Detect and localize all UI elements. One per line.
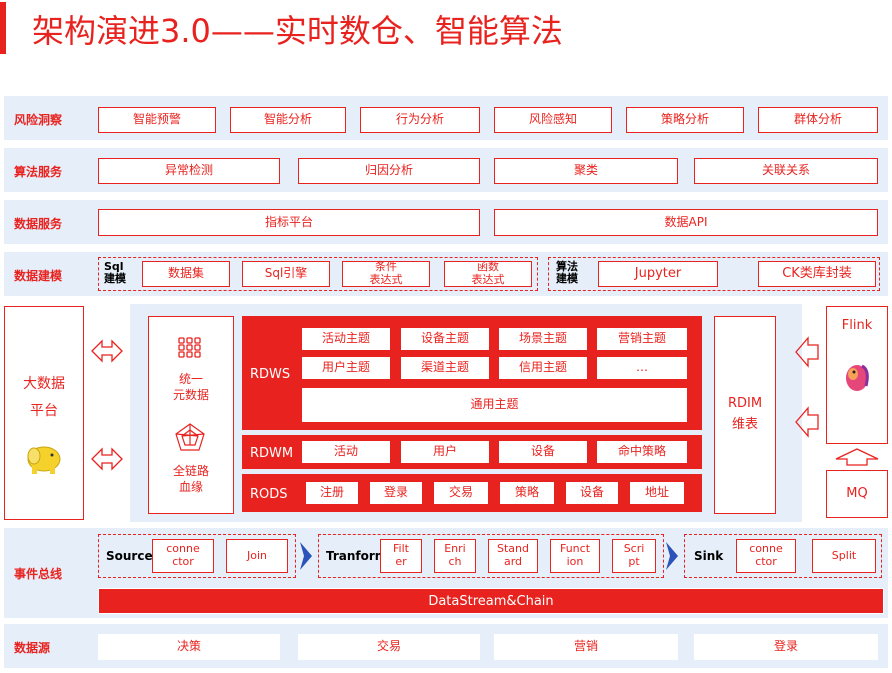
rdwm-item: 命中策略 bbox=[597, 441, 687, 463]
rods-item: 地址 bbox=[630, 482, 684, 504]
transform-item: Enri ch bbox=[434, 539, 476, 573]
transform-label: Tranform bbox=[326, 549, 388, 563]
chevron-right-icon bbox=[300, 542, 312, 570]
transform-item: Scri pt bbox=[612, 539, 656, 573]
rdws-topic: … bbox=[597, 357, 687, 379]
risk-item: 策略分析 bbox=[626, 107, 744, 133]
lineage-network-icon bbox=[175, 423, 205, 451]
transform-item: Stand ard bbox=[488, 539, 538, 573]
algo-modeling-item: Jupyter bbox=[598, 261, 718, 287]
sql-modeling-item: 数据集 bbox=[142, 261, 230, 287]
up-arrow-icon bbox=[835, 448, 879, 466]
sql-modeling-label: Sql 建模 bbox=[104, 260, 126, 286]
lineage-label: 全链路 血缘 bbox=[172, 464, 209, 494]
rods-item: 交易 bbox=[434, 482, 488, 504]
datasource-label: 数据源 bbox=[14, 641, 51, 655]
page-title: 架构演进3.0——实时数仓、智能算法 bbox=[32, 12, 563, 50]
algo-service-label: 算法服务 bbox=[14, 165, 63, 179]
rods-item: 登录 bbox=[370, 482, 422, 504]
modeling-label: 数据建模 bbox=[14, 269, 63, 283]
algo-service-item: 关联关系 bbox=[694, 158, 878, 184]
risk-label: 风险洞察 bbox=[14, 113, 63, 127]
transform-item: Funct ion bbox=[550, 539, 600, 573]
source-item: conne ctor bbox=[152, 539, 214, 573]
rods-label: RODS bbox=[250, 487, 288, 502]
hadoop-elephant-icon bbox=[27, 446, 61, 475]
rdws-topic: 用户主题 bbox=[302, 357, 390, 379]
algo-modeling-label: 算法 建模 bbox=[556, 260, 578, 286]
grid-dots-icon bbox=[178, 337, 201, 358]
flink-label: Flink bbox=[841, 318, 873, 333]
rdws-topic: 设备主题 bbox=[401, 328, 489, 350]
rdim-box: RDIM 维表 bbox=[714, 316, 776, 514]
transform-item: Filt er bbox=[380, 539, 422, 573]
transform-group bbox=[318, 534, 664, 578]
rods-item: 策略 bbox=[500, 482, 554, 504]
datasource-item: 决策 bbox=[98, 634, 280, 660]
risk-item: 智能预警 bbox=[98, 107, 216, 133]
sql-modeling-item: Sql引擎 bbox=[242, 261, 330, 287]
sql-modeling-item: 条件 表达式 bbox=[342, 261, 430, 287]
metadata-label: 统一 元数据 bbox=[172, 372, 209, 402]
source-item: Join bbox=[226, 539, 288, 573]
rdwm-label: RDWM bbox=[250, 446, 294, 461]
risk-item: 风险感知 bbox=[494, 107, 612, 133]
rdws-topic: 营销主题 bbox=[597, 328, 687, 350]
datastream-chain-bar: DataStream&Chain bbox=[98, 588, 884, 614]
data-service-label: 数据服务 bbox=[14, 217, 63, 231]
algo-service-item: 归因分析 bbox=[298, 158, 480, 184]
sink-item: Split bbox=[812, 539, 876, 573]
risk-item: 群体分析 bbox=[758, 107, 878, 133]
datasource-item: 营销 bbox=[494, 634, 678, 660]
sink-item: conne ctor bbox=[736, 539, 796, 573]
datasource-item: 交易 bbox=[298, 634, 480, 660]
flink-box: Flink bbox=[826, 306, 888, 444]
rdwm-item: 活动 bbox=[302, 441, 390, 463]
rdws-topic: 信用主题 bbox=[499, 357, 587, 379]
risk-item: 行为分析 bbox=[360, 107, 480, 133]
title-accent-bar bbox=[0, 2, 6, 54]
left-arrow-icon bbox=[795, 406, 819, 438]
data-service-item: 数据API bbox=[494, 209, 878, 236]
event-bus-label: 事件总线 bbox=[14, 567, 63, 581]
source-label: Source bbox=[106, 549, 153, 563]
rdwm-item: 用户 bbox=[401, 441, 489, 463]
sink-label: Sink bbox=[694, 549, 724, 563]
rdws-topic: 场景主题 bbox=[499, 328, 587, 350]
algo-modeling-group bbox=[548, 257, 880, 291]
risk-item: 智能分析 bbox=[230, 107, 346, 133]
sql-modeling-item: 函数 表达式 bbox=[444, 261, 532, 287]
rods-item: 设备 bbox=[566, 482, 618, 504]
algo-service-item: 聚类 bbox=[494, 158, 678, 184]
metadata-column bbox=[148, 316, 234, 514]
algo-service-item: 异常检测 bbox=[98, 158, 280, 184]
rods-item: 注册 bbox=[306, 482, 358, 504]
double-arrow-icon bbox=[91, 339, 123, 363]
bigdata-platform-label: 大数据 平台 bbox=[23, 376, 65, 419]
rdws-general-topic: 通用主题 bbox=[302, 388, 687, 422]
datasource-item: 登录 bbox=[694, 634, 878, 660]
mq-box: MQ bbox=[826, 470, 888, 518]
sink-group bbox=[684, 534, 882, 578]
double-arrow-icon bbox=[91, 447, 123, 471]
data-service-item: 指标平台 bbox=[98, 209, 480, 236]
rdwm-item: 设备 bbox=[499, 441, 587, 463]
rdws-label: RDWS bbox=[250, 367, 291, 382]
algo-modeling-item: CK类库封装 bbox=[758, 261, 876, 287]
chevron-right-icon bbox=[666, 542, 678, 570]
sql-modeling-group bbox=[98, 257, 538, 291]
rdws-topic: 渠道主题 bbox=[401, 357, 489, 379]
flink-squirrel-icon bbox=[846, 364, 869, 391]
bigdata-platform-box: 大数据 平台 bbox=[4, 306, 84, 520]
rdws-topic: 活动主题 bbox=[302, 328, 390, 350]
source-group bbox=[98, 534, 296, 578]
left-arrow-icon bbox=[795, 336, 819, 368]
